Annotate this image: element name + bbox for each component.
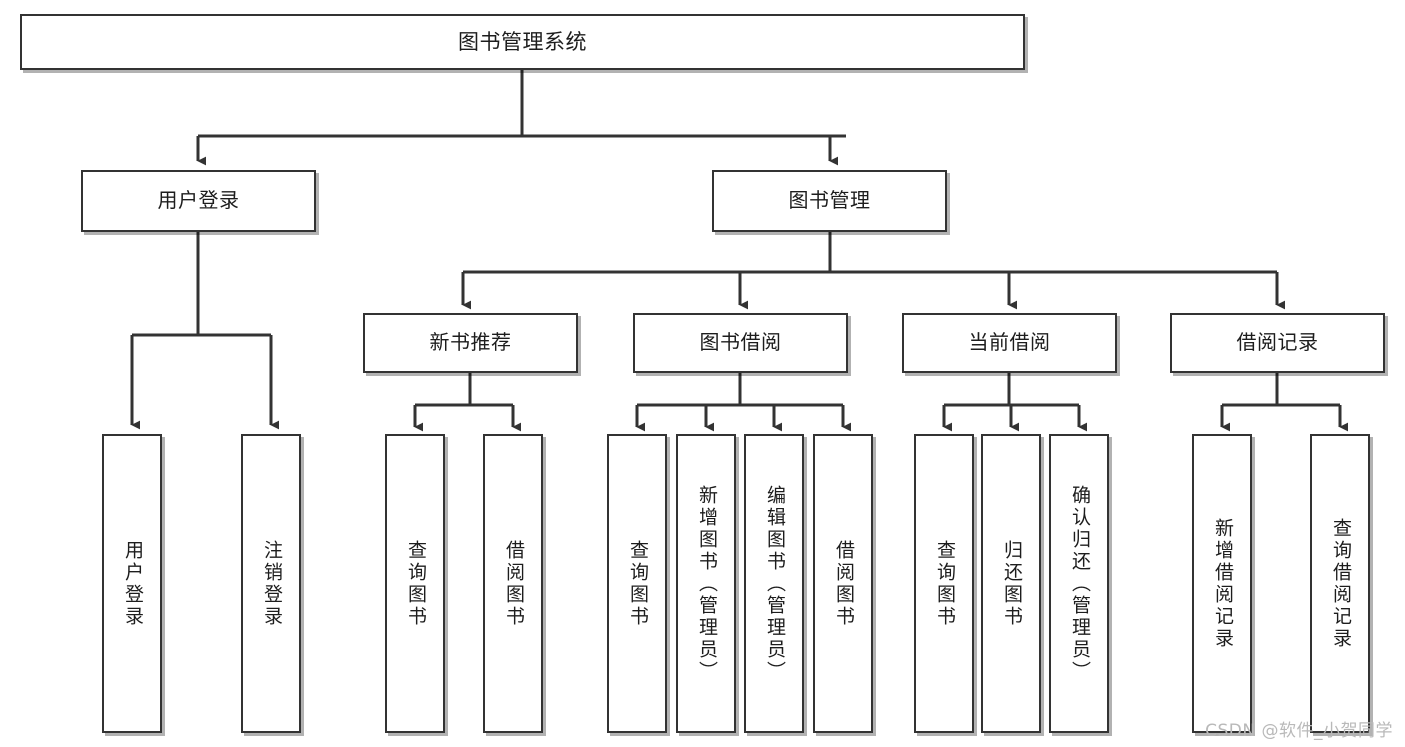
node-label: 查询借阅记录 [1329, 517, 1352, 650]
node-return-book[interactable]: 归还图书 [981, 434, 1041, 733]
node-borrow-book-2[interactable]: 借阅图书 [813, 434, 873, 733]
node-label: 用户登录 [157, 188, 240, 213]
node-new-book-recommend[interactable]: 新书推荐 [363, 313, 578, 373]
node-query-book-1[interactable]: 查询图书 [385, 434, 445, 733]
node-label: 图书管理系统 [458, 29, 587, 54]
node-label: 当前借阅 [968, 330, 1051, 355]
node-label: 新增借阅记录 [1211, 517, 1234, 650]
node-label: 查询图书 [404, 539, 427, 628]
node-current-borrow[interactable]: 当前借阅 [902, 313, 1117, 373]
node-label: 新书推荐 [429, 330, 512, 355]
node-label: 借阅图书 [502, 539, 525, 628]
node-label: 新增图书（管理员） [695, 484, 718, 683]
node-label: 图书借阅 [699, 330, 782, 355]
node-label: 用户登录 [121, 539, 144, 628]
node-add-borrow-record[interactable]: 新增借阅记录 [1192, 434, 1252, 733]
node-user-login[interactable]: 用户登录 [81, 170, 316, 232]
node-borrow-record[interactable]: 借阅记录 [1170, 313, 1385, 373]
node-query-book-3[interactable]: 查询图书 [914, 434, 974, 733]
node-label: 查询图书 [933, 539, 956, 628]
node-book-management[interactable]: 图书管理 [712, 170, 947, 232]
node-label: 确认归还（管理员） [1068, 484, 1091, 683]
node-logout-leaf[interactable]: 注销登录 [241, 434, 301, 733]
node-user-login-leaf[interactable]: 用户登录 [102, 434, 162, 733]
node-query-book-2[interactable]: 查询图书 [607, 434, 667, 733]
node-borrow-book-1[interactable]: 借阅图书 [483, 434, 543, 733]
node-confirm-return-admin[interactable]: 确认归还（管理员） [1049, 434, 1109, 733]
node-label: 借阅记录 [1236, 330, 1319, 355]
node-label: 图书管理 [788, 188, 871, 213]
node-label: 归还图书 [1000, 539, 1023, 628]
node-root-system[interactable]: 图书管理系统 [20, 14, 1025, 70]
node-label: 注销登录 [260, 539, 283, 628]
node-label: 借阅图书 [832, 539, 855, 628]
node-label: 查询图书 [626, 539, 649, 628]
node-add-book-admin[interactable]: 新增图书（管理员） [676, 434, 736, 733]
node-query-borrow-record[interactable]: 查询借阅记录 [1310, 434, 1370, 733]
node-book-borrow[interactable]: 图书借阅 [633, 313, 848, 373]
node-edit-book-admin[interactable]: 编辑图书（管理员） [744, 434, 804, 733]
node-label: 编辑图书（管理员） [763, 484, 786, 683]
